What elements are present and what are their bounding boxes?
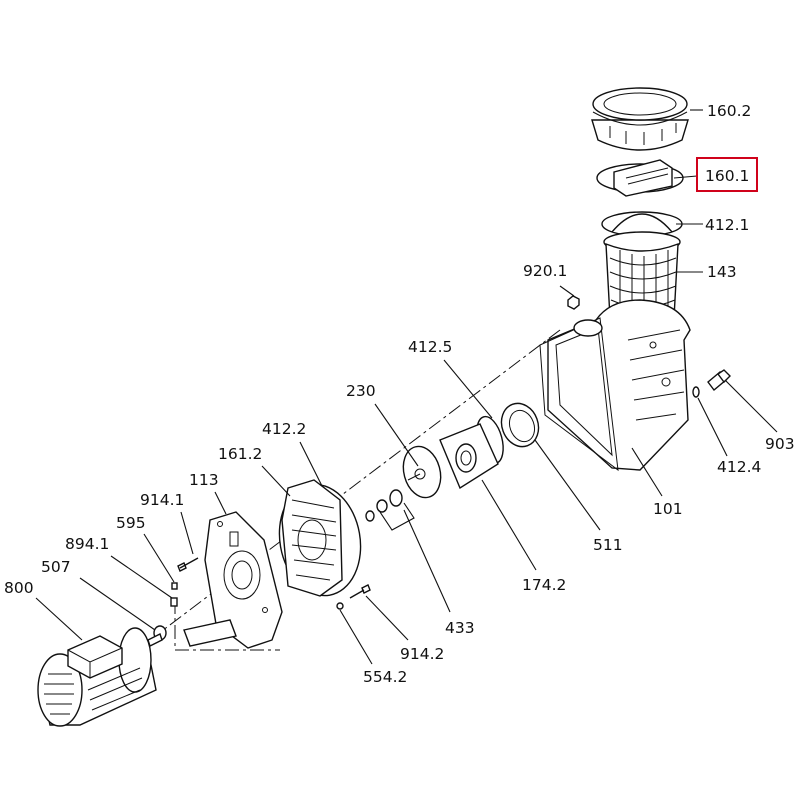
label-412-5[interactable]: 412.5: [408, 338, 452, 356]
label-914-2[interactable]: 914.2: [400, 645, 444, 663]
label-161-2[interactable]: 161.2: [218, 445, 262, 463]
part-nut-920-1: [567, 295, 580, 310]
part-mechanical-seal: [365, 489, 415, 531]
label-160-1[interactable]: 160.1: [705, 167, 749, 185]
part-motor-bracket: [183, 511, 283, 649]
label-800[interactable]: 800: [4, 579, 34, 597]
label-412-1[interactable]: 412.1: [705, 216, 749, 234]
part-bolt-914-2: [349, 584, 371, 599]
label-433[interactable]: 433: [445, 619, 475, 637]
label-595[interactable]: 595: [116, 514, 146, 532]
label-230[interactable]: 230: [346, 382, 376, 400]
part-bolt-914-1: [177, 557, 199, 572]
part-key-894-1: [170, 597, 178, 607]
label-894-1[interactable]: 894.1: [65, 535, 109, 553]
label-160-2[interactable]: 160.2: [707, 102, 751, 120]
part-drain-plug: [707, 369, 731, 392]
part-diffuser: [439, 423, 499, 490]
part-basket-handle: [611, 213, 673, 233]
label-554-2[interactable]: 554.2: [363, 668, 407, 686]
label-920-1[interactable]: 920.1: [523, 262, 567, 280]
part-seal-plate: [278, 479, 362, 597]
part-motor: [37, 627, 163, 727]
label-412-2[interactable]: 412.2: [262, 420, 306, 438]
label-113[interactable]: 113: [189, 471, 219, 489]
part-washer-554-2: [336, 602, 344, 610]
part-diffuser-ring: [500, 402, 540, 448]
label-507[interactable]: 507: [41, 558, 71, 576]
label-914-1[interactable]: 914.1: [140, 491, 184, 509]
highlight-box-160-1: [696, 157, 758, 192]
label-101[interactable]: 101: [653, 500, 683, 518]
part-impeller: [402, 445, 442, 499]
label-903[interactable]: 903: [765, 435, 795, 453]
label-511[interactable]: 511: [593, 536, 623, 554]
part-lid-ring: [591, 87, 689, 151]
vertical-axis: [174, 600, 280, 651]
part-cover: [596, 159, 684, 197]
label-174-2[interactable]: 174.2: [522, 576, 566, 594]
part-pump-housing: [539, 299, 691, 472]
part-oring-412-4: [692, 386, 700, 398]
label-143[interactable]: 143: [707, 263, 737, 281]
part-washer-595: [171, 582, 178, 590]
leader-lines: [35, 109, 778, 665]
label-412-4[interactable]: 412.4: [717, 458, 761, 476]
